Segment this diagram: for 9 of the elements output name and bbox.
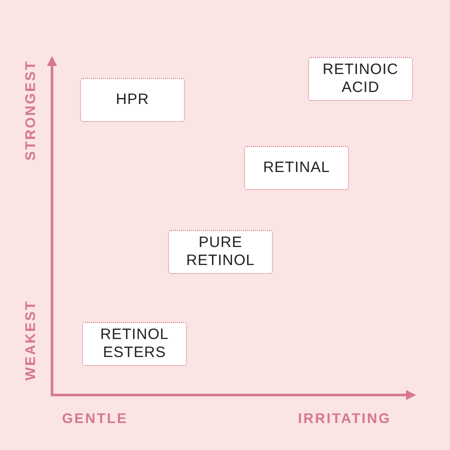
label-box: RETINOL ESTERS [82,322,187,366]
label-box: HPR [80,78,185,122]
axis-label: STRONGEST [22,60,38,161]
axis-label: IRRITATING [298,410,392,426]
label-box: PURE RETINOL [168,230,273,274]
label-box: RETINOIC ACID [308,57,413,101]
axis-label: WEAKEST [22,300,38,380]
label-box: RETINAL [244,146,349,190]
axis-label: GENTLE [62,410,128,426]
